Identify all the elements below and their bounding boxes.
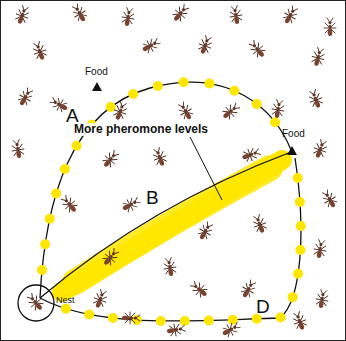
pheromone-dot (229, 86, 239, 96)
leader-line (190, 137, 222, 200)
ant-icon (251, 214, 268, 235)
ant-icon (220, 320, 242, 339)
pheromone-dot (288, 292, 298, 302)
ant-icon (324, 18, 336, 36)
pheromone-note: More pheromone levels (72, 123, 210, 136)
pheromone-dot (106, 102, 116, 112)
ant-icon (151, 147, 168, 168)
pheromone-dot (204, 315, 214, 325)
ant-icon (162, 257, 177, 277)
pheromone-dot (293, 173, 303, 183)
pheromone-dot (204, 79, 214, 89)
ant-icon (281, 4, 300, 26)
ant-icon (170, 2, 191, 24)
pheromone-dot (228, 315, 238, 325)
path-a (40, 82, 291, 298)
pheromone-dot (295, 197, 305, 207)
pheromone-dot (296, 221, 306, 231)
ant-icon (59, 193, 80, 215)
ant-icon (166, 322, 186, 337)
pheromone-dot (128, 89, 138, 99)
ant-icon (320, 188, 339, 210)
food-marker (92, 82, 102, 91)
ant-icon (122, 312, 140, 324)
ant-icon (120, 195, 142, 214)
ant-icon (70, 2, 89, 24)
ant-icon (140, 36, 162, 55)
ant-icon (92, 289, 109, 310)
ants (10, 2, 339, 339)
pheromone-dot (132, 315, 142, 325)
food-marker (287, 146, 297, 155)
pheromone-dot (252, 99, 262, 109)
ant-icon (228, 5, 243, 25)
ant-icon (10, 139, 25, 159)
path-b (40, 152, 291, 298)
ant-icon (121, 7, 136, 27)
pheromone-dot (156, 316, 166, 326)
ant-icon (176, 100, 195, 122)
pheromone-dot (45, 214, 55, 224)
ant-icon (25, 291, 46, 313)
pheromone-dot (180, 316, 190, 326)
ant-icon (31, 41, 48, 62)
ant-icon (247, 38, 268, 60)
ant-icon (196, 220, 215, 242)
food-label: Food (85, 66, 108, 77)
pheromone-dots (37, 77, 306, 326)
ant-icon (188, 279, 210, 300)
pheromone-dot (61, 304, 71, 314)
pheromone-dot (179, 77, 189, 87)
pheromone-dot (293, 269, 303, 279)
food-label: Food (282, 128, 305, 139)
pheromone-dot (270, 117, 280, 127)
pheromone-dot (295, 245, 305, 255)
path-letter: D (256, 297, 270, 318)
pheromone-dot (153, 81, 163, 91)
pheromone-dot (276, 313, 286, 323)
pheromone-dot (60, 164, 70, 174)
ant-icon (310, 47, 326, 68)
ant-icon (271, 99, 286, 119)
pheromone-dot (37, 265, 47, 275)
ant-icon (315, 289, 330, 309)
nest-label: Nest (56, 296, 75, 306)
pheromone-dot (72, 141, 82, 151)
pheromone-band (62, 160, 282, 292)
ant-icon (220, 101, 242, 122)
pheromone-dot (84, 309, 94, 319)
ant-icon (307, 89, 324, 110)
ant-icon (240, 146, 261, 163)
ant-icon (16, 86, 35, 108)
path-d (40, 158, 301, 321)
ant-icon (100, 246, 121, 268)
ant-icon (112, 101, 129, 122)
nest-circle (18, 285, 54, 321)
pheromone-dot (108, 313, 118, 323)
ant-icon (313, 239, 328, 259)
path-letter: B (146, 188, 159, 209)
ant-icon (239, 278, 258, 300)
ant-icon (14, 5, 31, 26)
pheromone-dot (51, 188, 61, 198)
pheromone-dot (40, 239, 50, 249)
ant-icon (197, 35, 214, 56)
ant-icon (100, 148, 121, 170)
ant-icon (312, 139, 329, 160)
ant-icon (291, 311, 308, 332)
